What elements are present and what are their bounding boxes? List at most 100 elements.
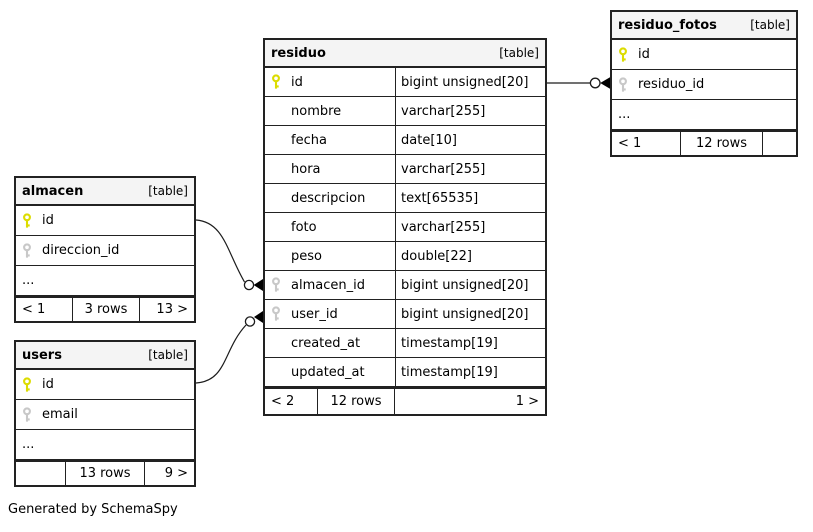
ellipsis-row: ... [16,266,194,296]
foreign-key-icon [270,277,291,293]
table-name[interactable]: users [22,347,62,363]
column-type: text[65535] [401,190,479,206]
column-name: created_at [291,335,361,351]
table-name[interactable]: residuo [271,45,326,61]
column-name-cell: residuo_id [612,70,796,99]
column-name-cell: created_at [265,329,396,357]
column-type: double[22] [401,248,472,264]
column-name-cell: descripcion [265,184,396,212]
generated-by-note: Generated by SchemaSpy [8,502,178,517]
column-name: nombre [291,103,342,119]
column-type: varchar[255] [401,161,486,177]
pagination-next: 9 > [164,466,188,481]
column-type: varchar[255] [401,219,486,235]
column-name: updated_at [291,364,365,380]
column-type: timestamp[19] [401,364,498,380]
table-name[interactable]: residuo_fotos [618,17,717,33]
relationship-users-residuo [195,311,263,384]
ellipsis-text: ... [22,273,35,288]
pagination-prev: < 2 [265,389,318,414]
column-name: id [638,47,650,62]
ellipsis-text: ... [22,437,35,452]
foreign-key-icon [21,242,42,259]
column-row: direccion_id [16,236,194,266]
column-name: id [42,377,54,392]
row-count: 12 rows [318,389,395,414]
primary-key-icon [21,376,42,393]
ellipsis-row: ... [612,100,796,130]
column-name-cell: foto [265,213,396,241]
column-name: direccion_id [42,243,120,258]
foreign-key-icon [21,406,42,423]
column-name-cell: id [612,40,796,69]
column-type: date[10] [401,132,457,148]
column-name-cell: email [16,400,194,429]
column-row: foto varchar[255] [265,213,545,242]
column-name-cell: almacen_id [265,271,396,299]
column-row: id bigint unsigned[20] [265,68,545,97]
column-row: descripcion text[65535] [265,184,545,213]
row-count: 13 rows [66,462,145,485]
column-row: fecha date[10] [265,126,545,155]
column-row: id [16,370,194,400]
table-header[interactable]: residuo_fotos [table] [612,12,796,40]
ellipsis-row: ... [16,430,194,460]
column-name-cell: id [16,206,194,235]
column-type: timestamp[19] [401,335,498,351]
table-footer: 13 rows 9 > [16,460,194,485]
column-name: peso [291,248,322,264]
table-users[interactable]: users [table] id email... 13 rows 9 > [14,340,196,487]
column-row: id [16,206,194,236]
column-row: almacen_id bigint unsigned[20] [265,271,545,300]
column-type: bigint unsigned[20] [401,74,529,90]
primary-key-icon [21,212,42,229]
table-header[interactable]: users [table] [16,342,194,370]
column-row: peso double[22] [265,242,545,271]
column-name-cell: id [265,68,396,96]
column-name: descripcion [291,190,366,206]
column-name-cell: hora [265,155,396,183]
column-type: varchar[255] [401,103,486,119]
column-row: id [612,40,796,70]
column-name: hora [291,161,321,177]
column-row: email [16,400,194,430]
table-header[interactable]: residuo[table] [265,40,545,68]
column-name: fecha [291,132,327,148]
column-name: residuo_id [638,77,705,92]
table-residuo[interactable]: residuo[table] id bigint unsigned[20] nombr… [263,38,547,416]
pagination-next [763,132,796,155]
column-name: almacen_id [291,277,365,293]
column-type: bigint unsigned[20] [401,277,529,293]
column-name-cell: user_id [265,300,396,328]
column-name-cell: peso [265,242,396,270]
column-name: user_id [291,306,338,322]
row-count: 12 rows [681,132,763,155]
primary-key-icon [270,74,291,90]
column-row: residuo_id [612,70,796,100]
table-type-badge: [table] [148,184,188,198]
foreign-key-icon [270,306,291,322]
foreign-key-icon [617,76,638,93]
table-header[interactable]: almacen [table] [16,178,194,206]
column-row: updated_at timestamp[19] [265,358,545,387]
table-type-badge: [table] [148,348,188,362]
primary-key-icon [617,46,638,63]
column-name-cell: updated_at [265,358,396,386]
column-name: id [291,74,303,90]
column-name-cell: fecha [265,126,396,154]
column-row: hora varchar[255] [265,155,545,184]
relationship-residuo-residuofotos [547,77,610,89]
pagination-next: 13 > [156,302,188,317]
column-name: id [42,213,54,228]
table-name[interactable]: almacen [22,183,84,199]
pagination-prev: < 1 [612,132,681,155]
column-name-cell: nombre [265,97,396,125]
table-type-badge: [table] [750,18,790,32]
